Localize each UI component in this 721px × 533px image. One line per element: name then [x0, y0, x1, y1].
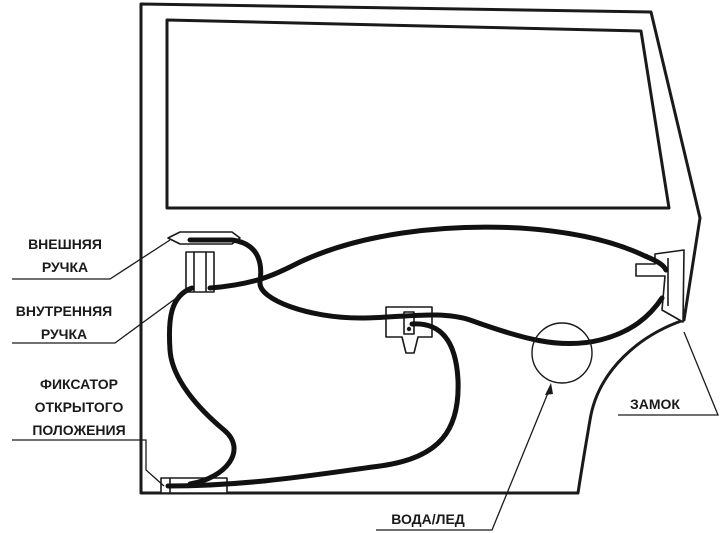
label-inner-handle-line2: РУЧКА	[41, 326, 87, 342]
inner-handle-cable	[166, 285, 237, 487]
label-outer-handle-line1: ВНЕШНЯЯ	[28, 236, 102, 252]
check-leader	[12, 439, 165, 487]
lock-cable-upper	[207, 224, 669, 291]
outer-handle-leader	[12, 239, 171, 280]
water-ice-marker-circle	[531, 322, 593, 384]
inner-handle-leader	[12, 287, 191, 344]
label-check-line1: ФИКСАТОР	[40, 376, 118, 392]
check-cable	[165, 321, 461, 489]
label-inner-handle-line1: ВНУТРЕННЯЯ	[16, 303, 113, 319]
label-check-line3: ПОЛОЖЕНИЯ	[32, 422, 125, 438]
outer-handle-part	[167, 231, 241, 293]
lock-part	[635, 249, 685, 323]
label-check-line2: ОТКРЫТОГО	[35, 399, 124, 415]
water-ice-arrowhead	[545, 383, 553, 395]
label-water-ice: ВОДА/ЛЕД	[391, 511, 465, 527]
lock-leader	[618, 331, 719, 416]
window-frame	[165, 18, 671, 210]
door-panel-outline	[139, 2, 702, 495]
label-lock: ЗАМОК	[630, 396, 680, 412]
water-ice-leader	[376, 387, 551, 531]
label-outer-handle-line2: РУЧКА	[42, 259, 88, 275]
